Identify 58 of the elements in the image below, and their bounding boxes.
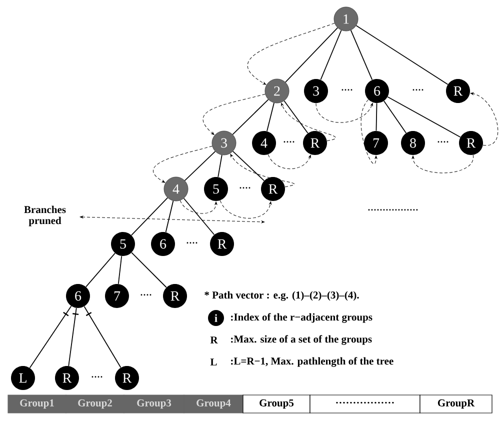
tree-branch [184, 151, 216, 181]
ellipsis: ···· [186, 242, 198, 244]
dashed-arrow [268, 154, 311, 170]
legend-text: :Max. size of a set of the groups [231, 335, 372, 345]
table-cell: Group2 [66, 394, 124, 414]
tree-branch [232, 150, 265, 182]
table-cell: ················· [310, 394, 420, 414]
ellipsis: ···· [140, 294, 152, 296]
legend-text: :L=R−1, Max. pathlength of the tree [231, 357, 394, 367]
dashed-arrow [281, 102, 336, 142]
table-cell: Group5 [242, 394, 310, 414]
tree-branch [131, 197, 168, 236]
tree-branch [266, 102, 274, 132]
tree-branch [165, 200, 174, 233]
dashed-arrow [80, 216, 265, 224]
legend-text: :Index of the r−adjacent groups [231, 313, 372, 323]
ellipsis: ···· [92, 376, 102, 378]
tree-branch [284, 100, 308, 134]
legend-text: * Path vector : e.g. (1)–(2)–(3)–(4). [204, 291, 359, 301]
tree-branch [218, 154, 222, 178]
annotation-text: Branches pruned [24, 206, 66, 226]
dashed-arrow [316, 102, 373, 123]
dashed-arrow [470, 92, 498, 146]
dashed-arrow [202, 94, 266, 135]
tree-branch [68, 308, 77, 366]
dashed-arrow [180, 200, 218, 214]
tree-branch [285, 27, 338, 83]
ellipsis: ···· [412, 89, 424, 91]
tree-branch [384, 100, 407, 134]
tree-branch [118, 256, 122, 284]
ellipsis: ················· [368, 209, 418, 211]
ellipsis: ···· [240, 187, 250, 189]
ellipsis: ···· [284, 141, 294, 143]
tree-branch [131, 252, 167, 288]
table-cell: GroupR [420, 394, 492, 414]
table-cell: Group4 [184, 394, 244, 414]
dashed-arrow [412, 154, 474, 174]
tree-branch [84, 306, 122, 368]
dashed-arrow [220, 200, 272, 218]
dashed-arrow [230, 154, 294, 188]
tree-branch [387, 96, 461, 138]
tree-branch [320, 30, 342, 80]
legend-text: R [210, 336, 218, 344]
dashed-arrow [152, 146, 212, 183]
table-cell: Group3 [124, 394, 184, 414]
tree-branch [350, 30, 373, 80]
tree-branch [232, 99, 269, 135]
ellipsis: ···· [438, 141, 448, 143]
tree-branch [86, 252, 116, 288]
legend-text: L [210, 358, 217, 366]
tree-branch [29, 306, 72, 368]
dashed-arrow [360, 99, 378, 164]
dashed-arrow [247, 22, 335, 85]
tree-branch [376, 102, 378, 132]
tree-branch [356, 25, 448, 85]
ellipsis: ···· [342, 89, 352, 91]
table-cell: Group1 [8, 394, 66, 414]
tree-branch [183, 198, 215, 236]
